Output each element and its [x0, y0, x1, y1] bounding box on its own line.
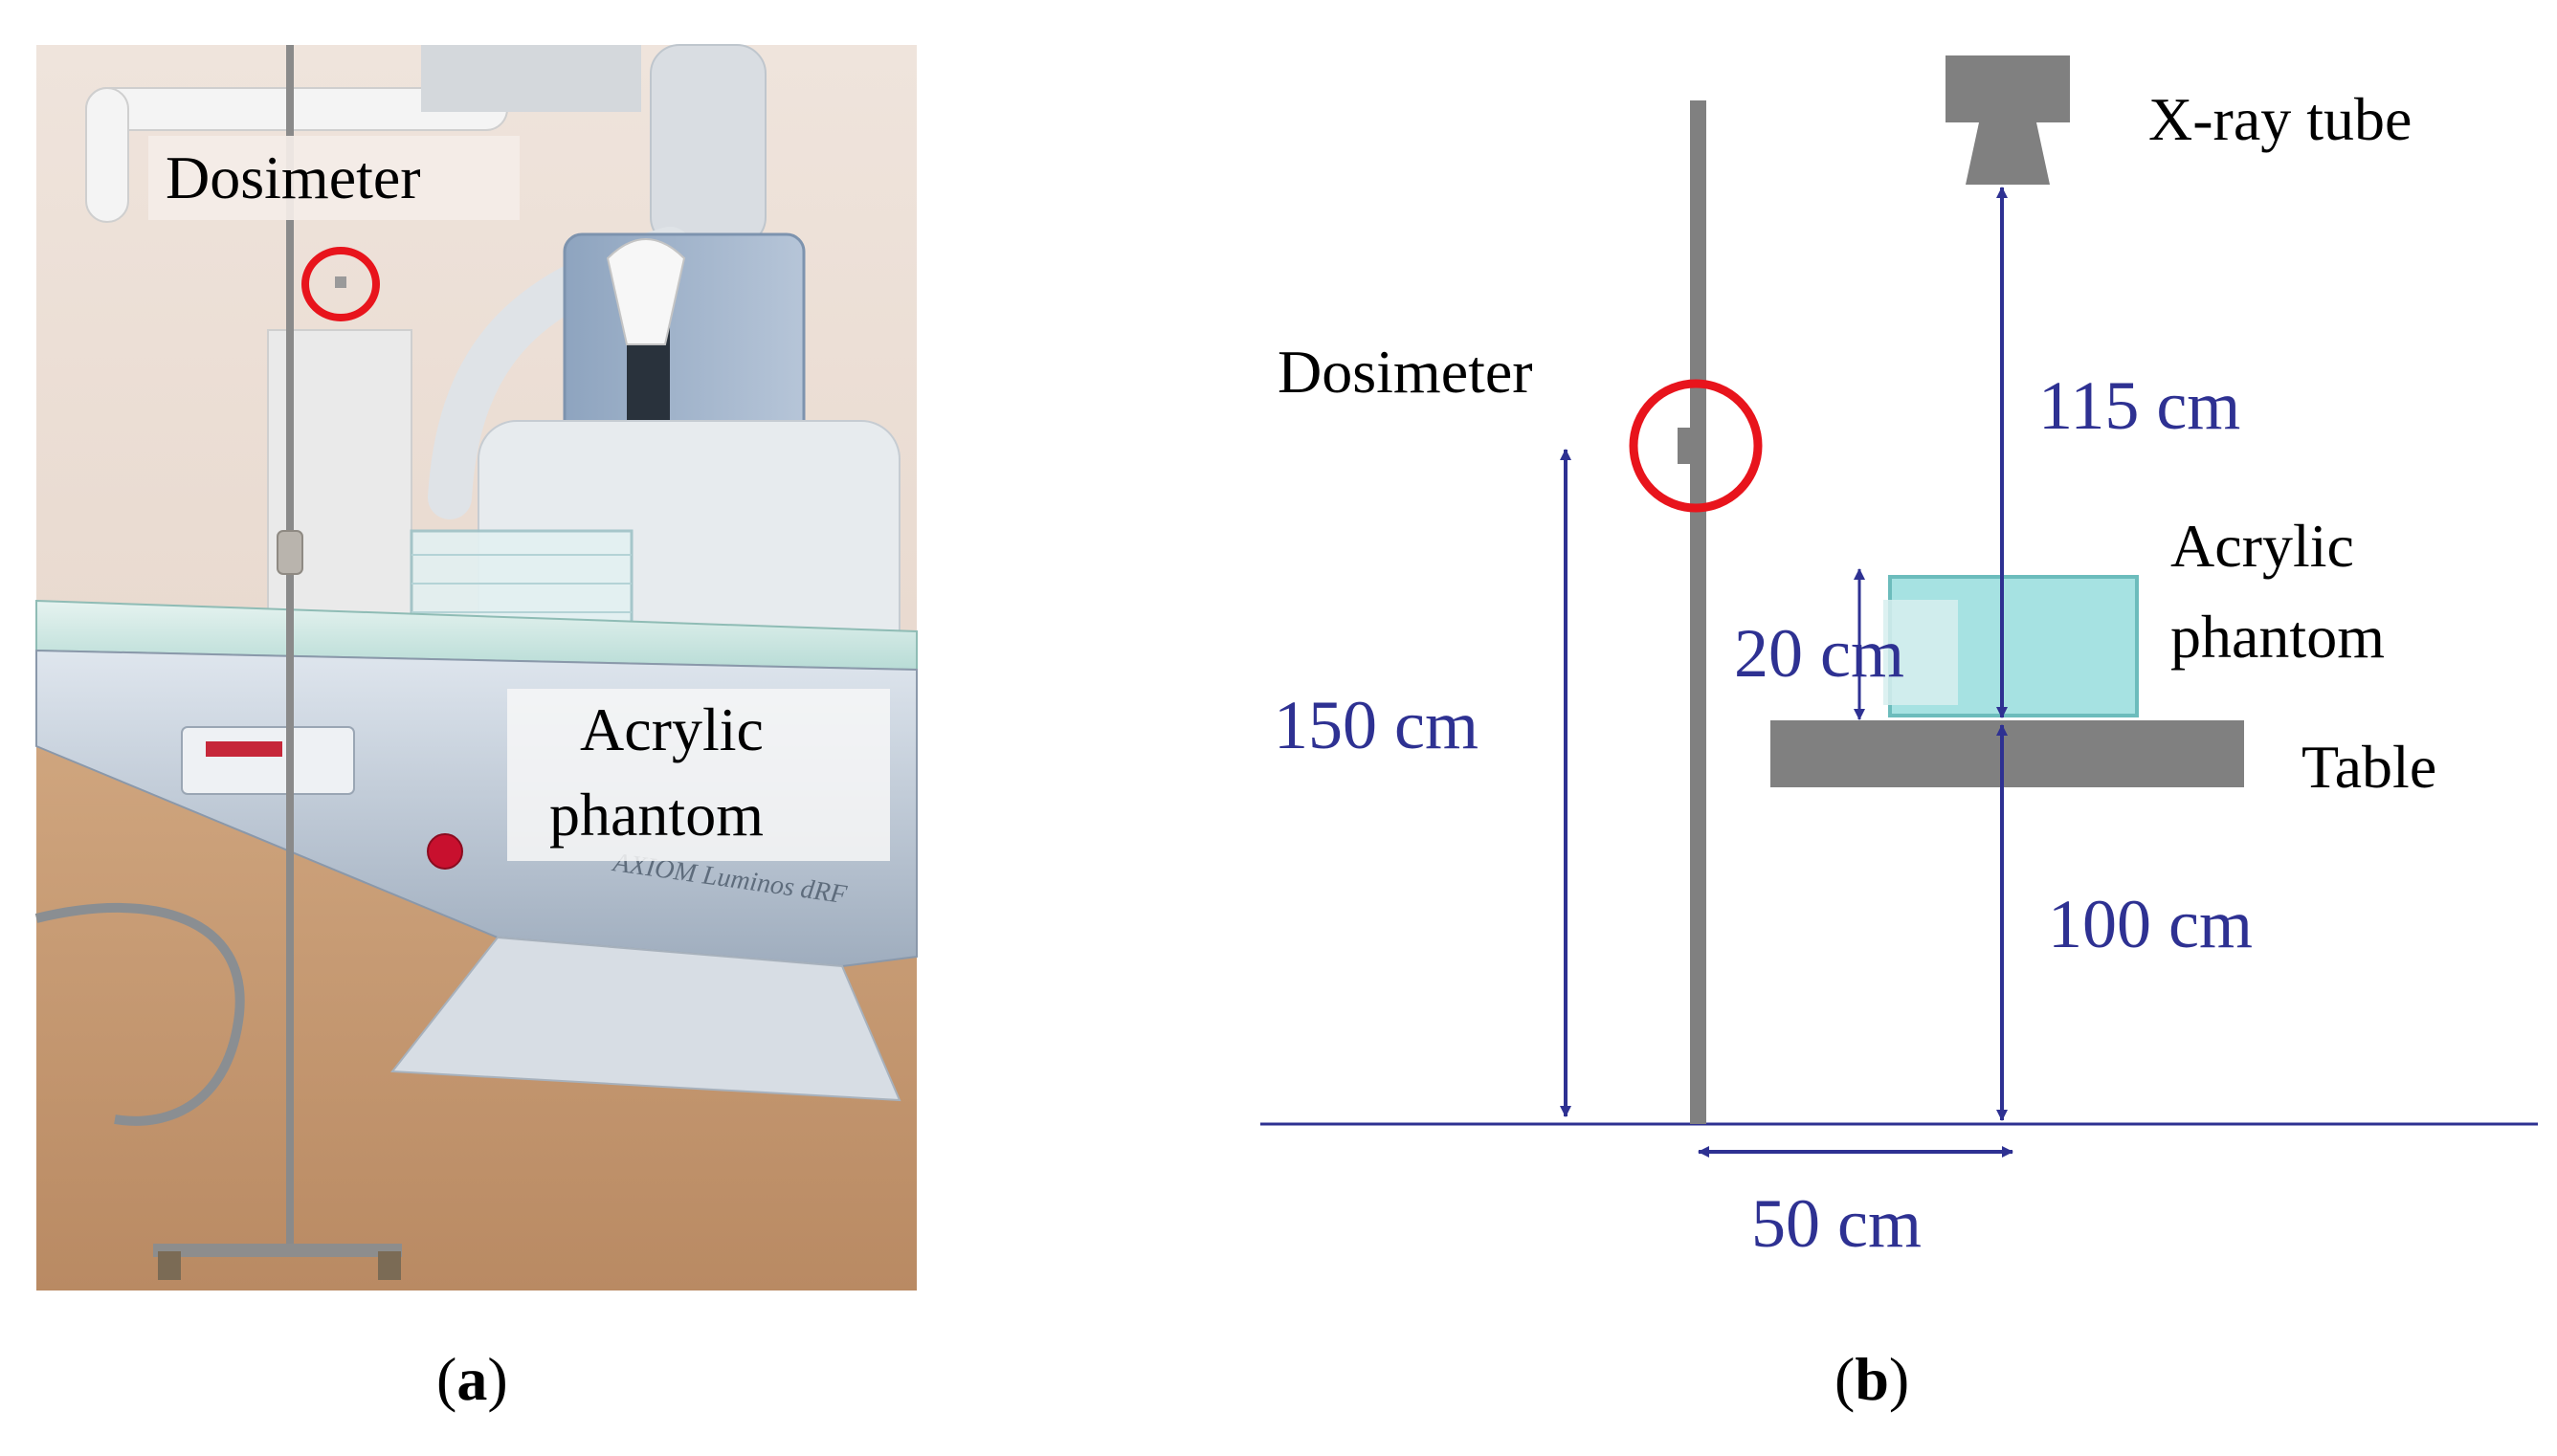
stand-pole: [1690, 100, 1706, 1124]
photo-wall-pipe: [85, 87, 129, 223]
photo-stand-base: [153, 1244, 402, 1257]
table: [1770, 720, 2244, 787]
photo-dosimeter: [335, 276, 346, 288]
photo-stand-wheel-left: [158, 1251, 181, 1280]
panel-a-label: (a): [436, 1344, 508, 1415]
table-label: Table: [2301, 733, 2436, 801]
panel-a-label-open: (: [436, 1345, 457, 1413]
photo-phantom-label-line1: Acrylic: [580, 695, 764, 763]
photo-dosimeter-marker: [301, 247, 380, 321]
photo-dosimeter-label-box: [148, 136, 520, 220]
xray-tube-label: X-ray tube: [2148, 85, 2412, 153]
dosimeter-box: [1678, 428, 1699, 464]
dim-label-table-height: 100 cm: [2048, 886, 2253, 962]
photo-red-button: [427, 833, 463, 870]
phantom-label-line1: Acrylic: [2170, 512, 2354, 580]
phantom-height-label-box: [1883, 600, 1958, 705]
dim-label-tube-to-phantom: 115 cm: [2038, 367, 2240, 444]
xray-tube-housing: [1946, 55, 2070, 122]
panel-a-label-close: ): [487, 1345, 508, 1413]
photo-floor-cable: [34, 902, 245, 1126]
photo-stand-wheel-right: [378, 1251, 401, 1280]
photo-phantom-label-line2: phantom: [549, 781, 764, 849]
photo-overhead-arm: [650, 44, 767, 247]
photo-ceiling-unit: [421, 45, 641, 112]
panel-b-label-open: (: [1834, 1345, 1856, 1413]
xray-tube-collimator: [1966, 122, 2050, 185]
photo-column-handle: [606, 238, 686, 345]
dosimeter-label: Dosimeter: [1278, 338, 1533, 406]
dim-label-phantom-height: 20 cm: [1734, 615, 1904, 692]
photo-control-keys: [206, 741, 282, 757]
panel-b-label-letter: b: [1855, 1345, 1889, 1413]
photo-dosimeter-label: Dosimeter: [166, 143, 421, 211]
panel-a-photo: AXIOM Luminos dRF Dosimeter Acrylic phan…: [34, 44, 918, 1291]
photo-stand-pole: [286, 45, 294, 1250]
photo-table-pedestal: [390, 936, 901, 1102]
dosimeter-marker: [1629, 379, 1763, 513]
panel-b-label-close: ): [1888, 1345, 1910, 1413]
photo-phantom-label-box: [507, 689, 890, 861]
panel-b-label: (b): [1834, 1344, 1909, 1415]
phantom-label-line2: phantom: [2170, 603, 2385, 671]
dim-label-horizontal: 50 cm: [1751, 1185, 1922, 1262]
dim-label-dosimeter-height: 150 cm: [1274, 687, 1479, 763]
panel-a-label-letter: a: [456, 1345, 488, 1413]
photo-control-panel: [181, 726, 355, 795]
photo-stand-clamp: [277, 530, 303, 575]
panel-b-diagram: X-ray tube Dosimeter Acrylic phantom Tab…: [1260, 55, 2538, 1262]
